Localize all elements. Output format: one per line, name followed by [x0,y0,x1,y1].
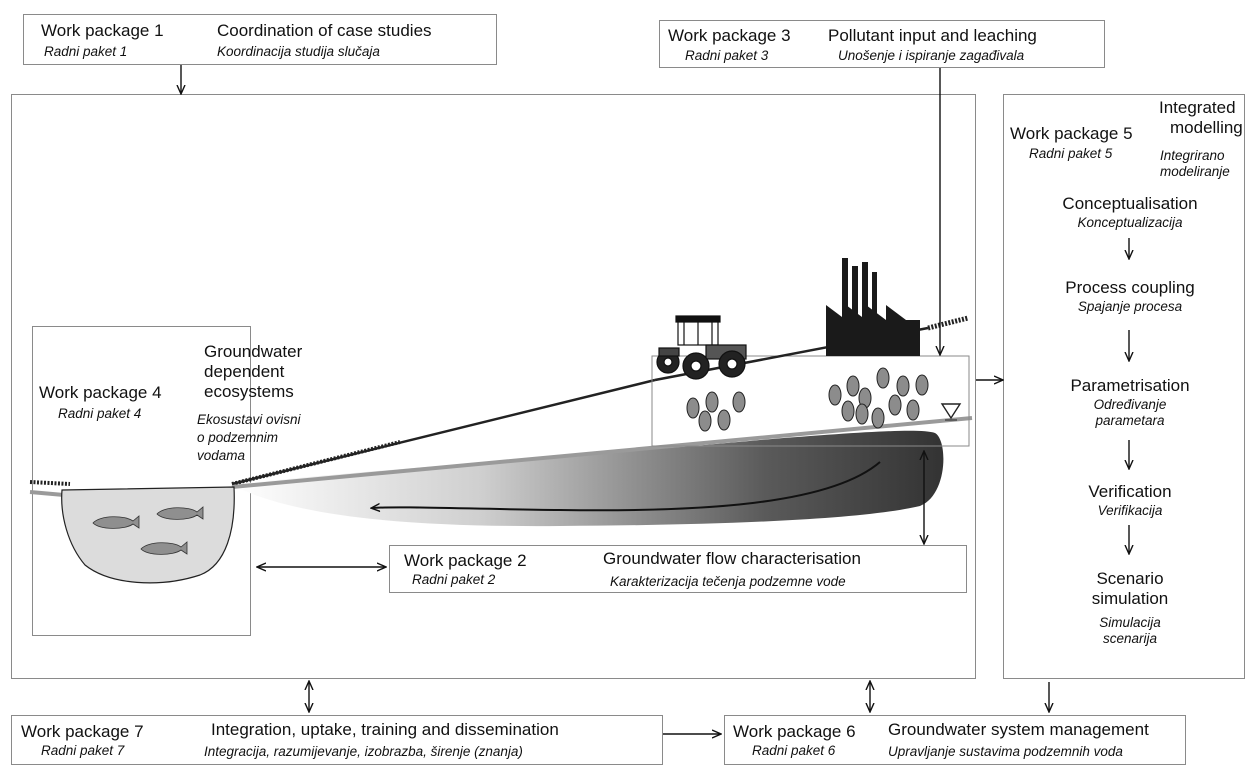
step-label-2: simulation [1091,589,1169,608]
wp5-step-verification: Verification Verifikacija [1020,482,1240,518]
wp6-subtitle: Radni paket 6 [752,743,836,758]
wp5-box [1003,94,1245,679]
step-label-hr: Spajanje procesa [1077,299,1183,314]
step-label-hr: Određivanje [1093,397,1167,412]
wp6-box: Work package 6 Radni paket 6 Groundwater… [724,715,1186,765]
step-label: Verification [1088,482,1172,501]
wp5-subtitle: Radni paket 5 [1029,146,1113,161]
wp4-topic-line-3: ecosystems [204,382,294,401]
wp4-topic-line-2: dependent [204,362,285,381]
wp1-title: Work package 1 [41,21,164,40]
wp5-step-conceptualisation: Conceptualisation Konceptualizacija [1020,194,1240,230]
wp4-topic-hr-line-2: o podzemnim [197,430,279,445]
wp3-topic: Pollutant input and leaching [828,26,1037,45]
ground-surface-slope-hatch [231,440,401,486]
pollution-source-box [651,355,970,447]
water-table-triangle-icon [940,403,962,420]
step-label-hr-2: scenarija [1102,631,1158,646]
wp5-topic-line-2: modelling [1170,118,1243,137]
tractor-icon [656,315,747,380]
ground-surface-right [927,315,969,331]
wp4-topic-line-1: Groundwater [204,342,303,361]
factory-icon [826,258,920,356]
step-label-hr: Simulacija [1099,615,1161,630]
wp2-topic-hr: Karakterizacija tečenja podzemne vode [610,574,846,589]
wp3-subtitle: Radni paket 3 [685,48,769,63]
ground-surface-left [29,480,71,486]
wp5-topic-line-1: Integrated [1159,98,1236,117]
pollutant-particles [686,367,929,432]
water-table-line [29,416,973,497]
wp1-topic: Coordination of case studies [217,21,432,40]
wp5-topic-hr-line-2: modeliranje [1160,164,1230,179]
wp4-topic-hr-line-1: Ekosustavi ovisni [197,412,301,427]
wp2-box: Work package 2 Radni paket 2 Groundwater… [389,545,967,593]
step-label: Scenario [1096,569,1164,588]
wp3-box: Work package 3 Radni paket 3 Pollutant i… [659,20,1105,68]
wp1-box: Work package 1 Radni paket 1 Coordinatio… [23,14,497,65]
wp7-subtitle: Radni paket 7 [41,743,125,758]
step-label-hr-2: parametara [1095,413,1165,428]
wp3-topic-hr: Unošenje i ispiranje zagađivala [838,48,1025,63]
wp7-title: Work package 7 [21,722,144,741]
wp5-topic-hr-line-1: Integrirano [1160,148,1225,163]
wp4-subtitle: Radni paket 4 [58,406,142,421]
lake [61,486,235,584]
wp2-title: Work package 2 [404,551,527,570]
wp5-step-scenario-simulation: Scenario simulation Simulacija scenarija [1020,569,1240,646]
wp5-title: Work package 5 [1010,124,1133,143]
step-label: Conceptualisation [1062,194,1198,213]
fish-icon [92,506,204,555]
wp7-topic: Integration, uptake, training and dissem… [211,720,559,739]
wp4-title: Work package 4 [39,383,162,402]
step-label-hr: Konceptualizacija [1077,215,1183,230]
wp3-title: Work package 3 [668,26,791,45]
wp7-topic-hr: Integracija, razumijevanje, izobrazba, š… [204,744,523,759]
step-label-hr: Verifikacija [1097,503,1163,518]
wp1-subtitle: Radni paket 1 [44,44,128,59]
wp6-topic: Groundwater system management [888,720,1149,739]
wp5-step-parametrisation: Parametrisation Određivanje parametara [1020,376,1240,428]
groundwater-flow-arrow [372,461,881,510]
wp2-subtitle: Radni paket 2 [412,572,496,587]
ground-surface-slope [231,378,656,486]
wp7-box: Work package 7 Radni paket 7 Integration… [11,715,663,765]
wp1-topic-hr: Koordinacija studija slučaja [217,44,380,59]
wp2-topic: Groundwater flow characterisation [603,549,861,568]
wp4-topic-hr-line-3: vodama [197,448,246,463]
wp6-title: Work package 6 [733,722,856,741]
wp5-step-process-coupling: Process coupling Spajanje procesa [1020,278,1240,314]
step-label: Parametrisation [1070,376,1190,395]
wp6-topic-hr: Upravljanje sustavima podzemnih voda [888,744,1123,759]
step-label: Process coupling [1065,278,1195,297]
